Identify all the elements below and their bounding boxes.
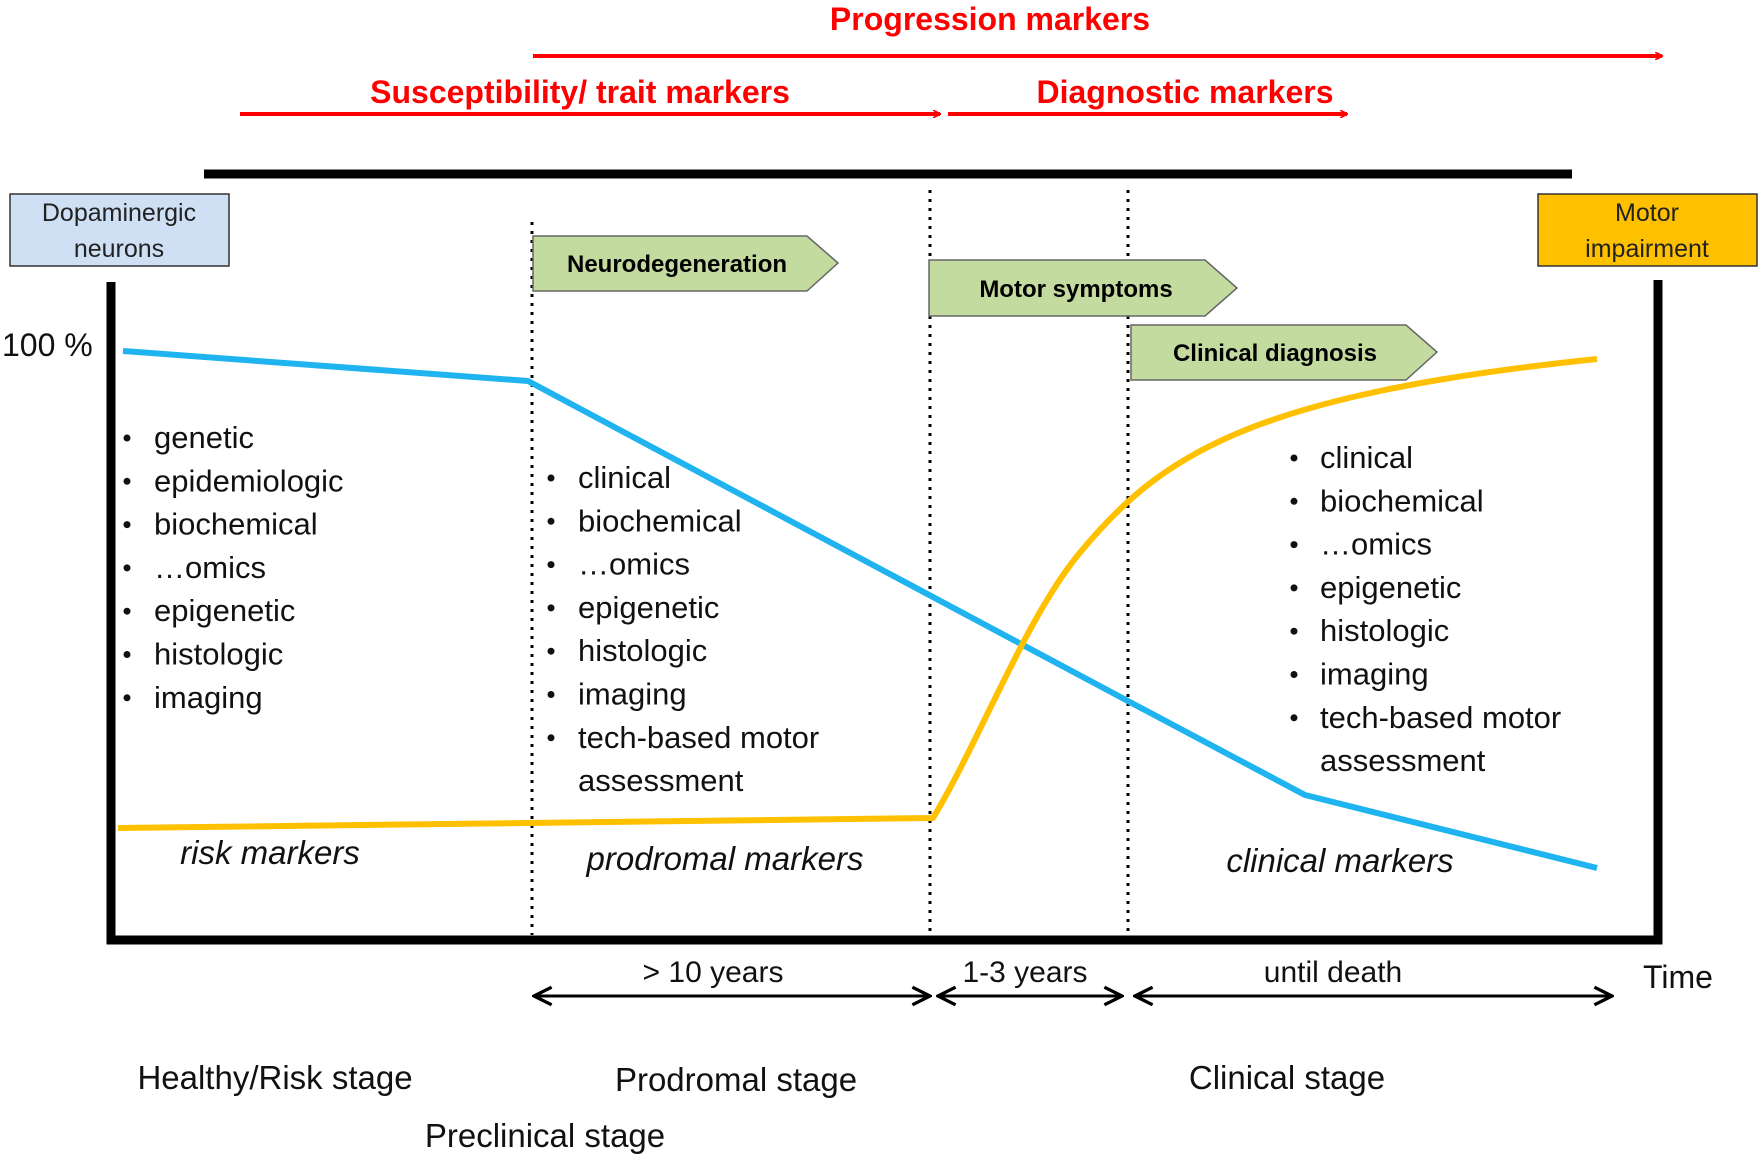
bullet-item: epidemiologic bbox=[154, 463, 344, 498]
risk-markers-label: risk markers bbox=[180, 834, 360, 871]
clinical-diagnosis-label: Clinical diagnosis bbox=[1173, 340, 1377, 367]
motor-line2: impairment bbox=[1585, 235, 1709, 263]
bullet-dot bbox=[123, 564, 131, 572]
prodromal-stage-label: Prodromal stage bbox=[615, 1061, 857, 1098]
bullet-dot bbox=[123, 607, 131, 615]
bullet-item: epigenetic bbox=[578, 590, 719, 625]
bullet-dot bbox=[123, 651, 131, 658]
diagnostic-markers-label: Diagnostic markers bbox=[1036, 74, 1333, 110]
bullet-item: histologic bbox=[1320, 613, 1449, 648]
prodromal-markers-label: prodromal markers bbox=[586, 840, 864, 877]
bullet-dot bbox=[1290, 541, 1298, 549]
neurodegeneration-phase: Neurodegeneration bbox=[532, 235, 840, 292]
bullet-dot bbox=[547, 734, 555, 742]
bullet-dot bbox=[1290, 454, 1298, 462]
bullet-dot bbox=[1290, 497, 1298, 505]
bullet-dot bbox=[547, 561, 555, 569]
clinical-markers-list: clinical biochemical …omics epigenetic histo… bbox=[1290, 440, 1561, 778]
dopaminergic-line1: Dopaminergic bbox=[42, 199, 196, 227]
clinical-markers-label: clinical markers bbox=[1226, 842, 1453, 879]
bullet-item: tech-based motor bbox=[1320, 700, 1561, 735]
y-axis-100-label: 100 % bbox=[2, 327, 93, 363]
bullet-dot bbox=[1290, 714, 1298, 722]
bullet-item: clinical bbox=[578, 460, 671, 495]
dopaminergic-neurons-curve bbox=[122, 348, 1598, 871]
bullet-item: biochemical bbox=[1320, 483, 1484, 518]
dopaminergic-line2: neurons bbox=[74, 235, 164, 263]
bullet-item: tech-based motor bbox=[578, 720, 819, 755]
bullet-dot bbox=[547, 647, 555, 655]
bullet-dot bbox=[123, 477, 131, 485]
bullet-item: histologic bbox=[154, 637, 283, 672]
bullet-dot bbox=[123, 434, 131, 442]
motor-symptoms-label: Motor symptoms bbox=[979, 276, 1172, 303]
bullet-item: biochemical bbox=[154, 507, 318, 542]
motor-symptoms-phase: Motor symptoms bbox=[928, 259, 1239, 317]
motor-impairment-box: Motor impairment bbox=[1537, 193, 1758, 267]
clinical-diagnosis-phase: Clinical diagnosis bbox=[1130, 324, 1439, 381]
bullet-item: imaging bbox=[154, 680, 263, 715]
bullet-dot bbox=[123, 521, 131, 529]
period-clinical-label: until death bbox=[1264, 956, 1402, 989]
dopaminergic-neurons-box: Dopaminergic neurons bbox=[9, 193, 230, 267]
bullet-dot bbox=[1290, 671, 1298, 678]
bullet-item: …omics bbox=[154, 550, 266, 585]
bullet-item: …omics bbox=[1320, 527, 1432, 562]
x-axis-time-label: Time bbox=[1643, 959, 1713, 995]
prodromal-markers-list: clinical biochemical …omics epigenetic histo… bbox=[547, 460, 819, 798]
bullet-dot bbox=[547, 517, 555, 525]
bullet-item: …omics bbox=[578, 547, 690, 582]
bullet-item: histologic bbox=[578, 633, 707, 668]
period-motor-label: 1-3 years bbox=[962, 956, 1087, 989]
neurodegeneration-label: Neurodegeneration bbox=[567, 251, 787, 278]
bullet-dot bbox=[547, 474, 555, 482]
bullet-item: clinical bbox=[1320, 440, 1413, 475]
progression-markers-label: Progression markers bbox=[830, 1, 1150, 37]
preclinical-stage-label: Preclinical stage bbox=[425, 1117, 665, 1154]
motor-line1: Motor bbox=[1615, 199, 1679, 227]
clinical-stage-label: Clinical stage bbox=[1189, 1059, 1385, 1096]
healthy-stage-label: Healthy/Risk stage bbox=[137, 1059, 412, 1096]
bullet-dot bbox=[1290, 584, 1298, 592]
bullet-item: epigenetic bbox=[154, 593, 295, 628]
bullet-item: assessment bbox=[1320, 743, 1486, 778]
bullet-item: imaging bbox=[578, 677, 687, 712]
bullet-dot bbox=[1290, 627, 1298, 635]
bullet-item: biochemical bbox=[578, 503, 742, 538]
bullet-dot bbox=[547, 691, 555, 698]
bullet-item: assessment bbox=[578, 763, 744, 798]
motor-impairment-curve bbox=[117, 356, 1598, 831]
bullet-item: genetic bbox=[154, 420, 254, 455]
period-prodromal-label: > 10 years bbox=[643, 956, 784, 989]
bullet-item: epigenetic bbox=[1320, 570, 1461, 605]
susceptibility-markers-label: Susceptibility/ trait markers bbox=[370, 74, 790, 110]
bullet-dot bbox=[123, 694, 131, 702]
chart-frame bbox=[106, 280, 1663, 945]
risk-markers-list: genetic epidemiologic biochemical …omics epi… bbox=[123, 420, 344, 715]
bullet-item: imaging bbox=[1320, 657, 1429, 692]
bullet-dot bbox=[547, 604, 555, 612]
